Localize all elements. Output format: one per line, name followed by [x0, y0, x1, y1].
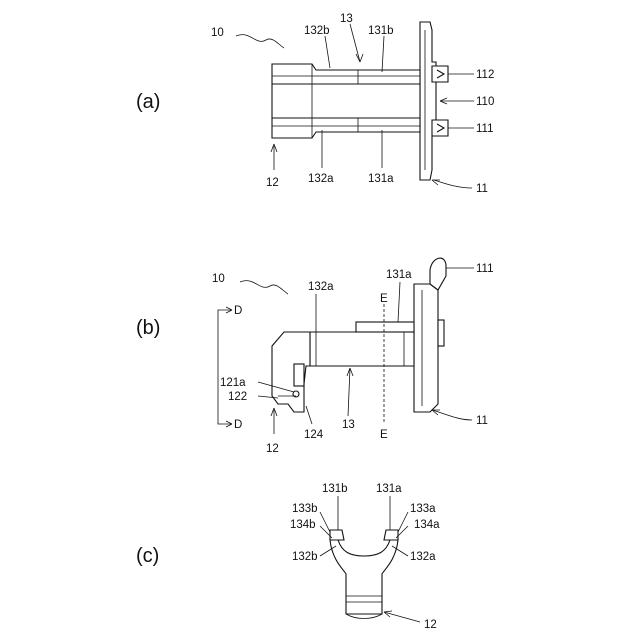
b-label-122: 122	[228, 391, 247, 403]
b-label-131a: 131a	[386, 269, 412, 281]
c-label-131b: 131b	[322, 483, 348, 495]
b-label-132a: 132a	[308, 281, 334, 293]
b-label-D-top: D	[234, 305, 242, 317]
panel-label-a: (a)	[136, 91, 160, 113]
panel-c-drawing	[320, 496, 420, 622]
c-label-133b: 133b	[292, 503, 318, 515]
c-label-134a: 134a	[414, 519, 440, 531]
a-label-110: 110	[476, 96, 494, 108]
panel-label-b: (b)	[136, 317, 160, 339]
c-label-131a: 131a	[376, 483, 402, 495]
a-label-112: 112	[476, 69, 494, 81]
a-label-11: 11	[476, 183, 488, 195]
a-label-132a: 132a	[308, 173, 334, 185]
a-label-111: 111	[476, 123, 493, 135]
a-label-131b: 131b	[368, 25, 394, 37]
c-label-134b: 134b	[290, 519, 316, 531]
c-label-132a: 132a	[410, 551, 436, 563]
panel-label-c: (c)	[136, 545, 159, 567]
b-label-121a: 121a	[220, 377, 246, 389]
b-label-111: 111	[476, 263, 493, 275]
b-label-D-bottom: D	[234, 419, 242, 431]
c-label-12: 12	[424, 619, 437, 631]
b-label-13: 13	[342, 419, 355, 431]
b-label-10: 10	[212, 273, 225, 285]
a-label-12: 12	[266, 177, 279, 189]
panel-a-drawing	[236, 22, 474, 188]
c-label-133a: 133a	[410, 503, 436, 515]
b-label-E-top: E	[380, 293, 388, 305]
b-label-124: 124	[304, 429, 324, 441]
a-label-13: 13	[340, 13, 353, 25]
b-label-11: 11	[476, 415, 488, 427]
b-label-12: 12	[266, 443, 279, 455]
a-label-10: 10	[211, 27, 224, 39]
a-label-132b: 132b	[304, 25, 330, 37]
a-label-131a: 131a	[368, 173, 394, 185]
b-label-E-bottom: E	[380, 429, 388, 441]
c-label-132b: 132b	[292, 551, 318, 563]
panel-b-drawing	[218, 258, 474, 434]
